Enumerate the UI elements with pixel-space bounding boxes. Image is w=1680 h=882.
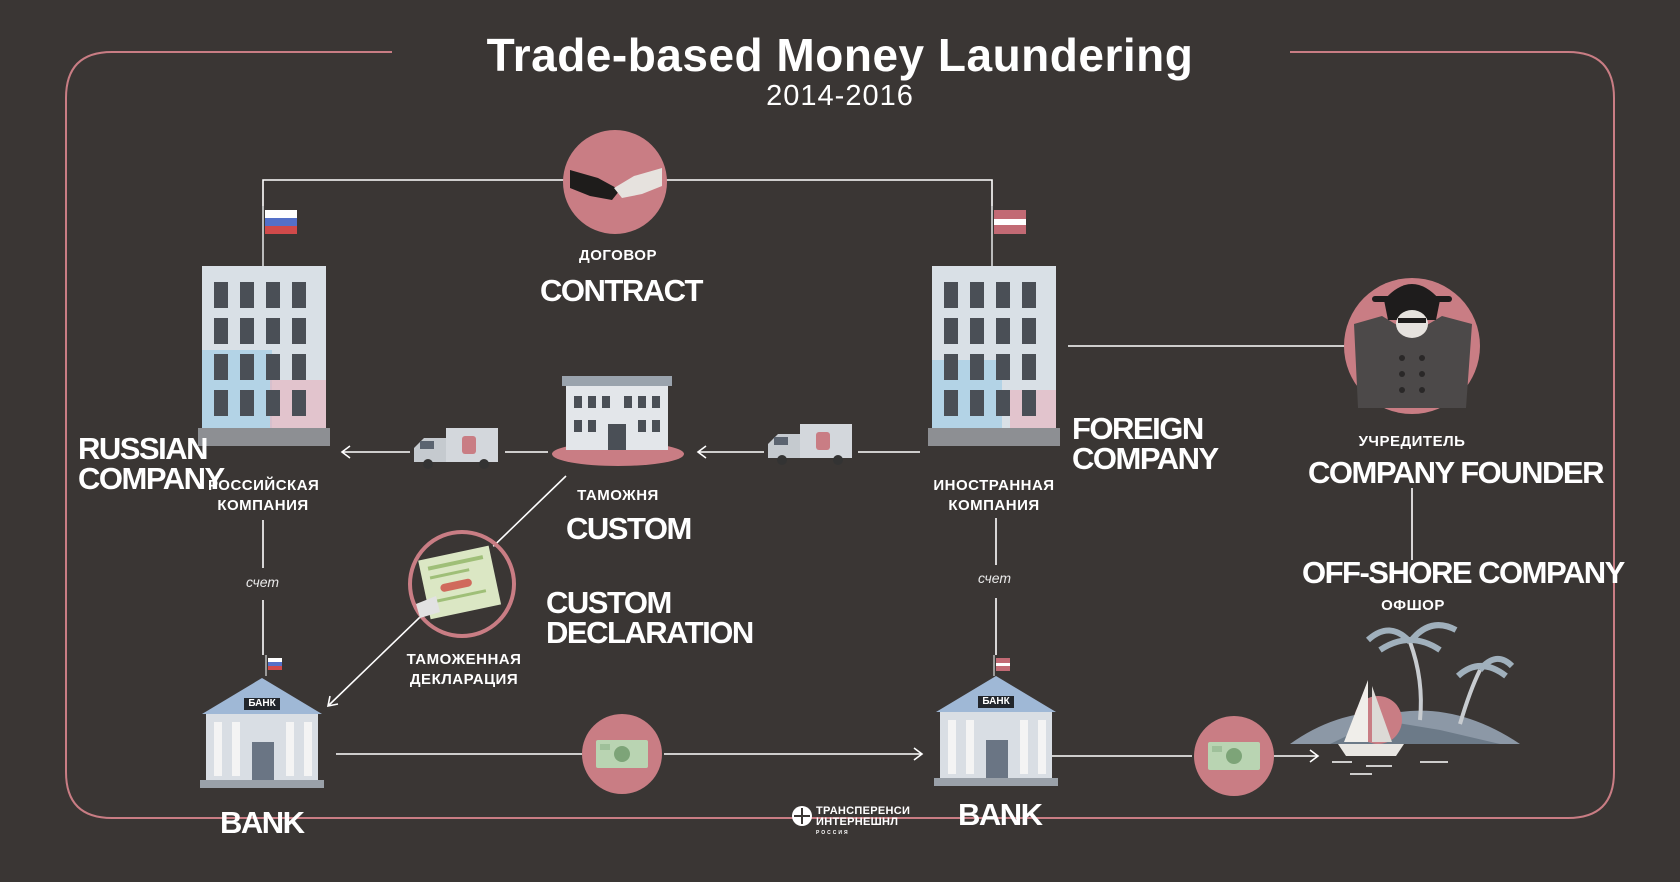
arrow-to-bank-right — [913, 747, 924, 761]
banknote-icon — [1194, 716, 1274, 796]
arrowheads — [326, 445, 1320, 763]
bank-left-sign: БАНК — [248, 698, 276, 709]
logo-line-2: ИНТЕРНЕШНЛ — [816, 816, 899, 828]
customs-building-icon — [552, 376, 684, 466]
russian-company-label-ru-1: РОССИЙСКАЯ — [208, 477, 320, 494]
page-subtitle: 2014-2016 — [766, 80, 914, 112]
truck-icon — [768, 424, 852, 465]
custom-declaration-label-ru-1: ТАМОЖЕННАЯ — [406, 651, 522, 668]
arrow-to-customs — [696, 445, 707, 459]
custom-declaration-label-en-2: DECLARATION — [546, 615, 754, 650]
foreign-company-label-ru-1: ИНОСТРАННАЯ — [933, 477, 1055, 494]
russian-company-label-en-1: RUSSIAN — [78, 431, 209, 466]
logo-line-1: ТРАНСПЕРЕНСИ — [816, 805, 911, 817]
offshore-label-ru: ОФШОР — [1381, 597, 1445, 614]
arrow-to-bank-left — [326, 695, 339, 708]
frame-border — [65, 51, 1615, 819]
custom-declaration-label-en-1: CUSTOM — [546, 585, 672, 620]
foreign-company-label-en-2: COMPANY — [1072, 441, 1219, 476]
hooded-figure-icon — [1344, 278, 1480, 414]
foreign-account-label: счет — [978, 570, 1012, 586]
offshore-label-en: OFF-SHORE COMPANY — [1302, 555, 1625, 590]
page-title: Trade-based Money Laundering — [486, 29, 1194, 81]
custom-label-en: CUSTOM — [566, 511, 692, 546]
transparency-logo-text: ТРАНСПЕРЕНСИ ИНТЕРНЕШНЛ РОССИЯ — [816, 806, 910, 839]
foreign-company-label-en-1: FOREIGN — [1072, 411, 1204, 446]
handshake-icon — [563, 130, 667, 234]
russian-company-label-ru-2: КОМПАНИЯ — [217, 497, 309, 514]
declaration-document-icon — [408, 530, 516, 638]
bank-right-label: BANK — [958, 797, 1043, 832]
building-foreign-flag-icon — [928, 206, 1060, 446]
founder-label-ru: УЧРЕДИТЕЛЬ — [1358, 433, 1466, 450]
founder-label-en: COMPANY FOUNDER — [1308, 455, 1604, 490]
arrow-to-offshore — [1309, 749, 1320, 763]
contract-label-en: CONTRACT — [540, 273, 703, 308]
bank-building-icon — [934, 655, 1058, 786]
russian-company-label-en-2: COMPANY — [78, 461, 225, 496]
custom-declaration-label-ru-2: ДЕКЛАРАЦИЯ — [409, 671, 519, 688]
foreign-company-label-ru-2: КОМПАНИЯ — [948, 497, 1040, 514]
logo-line-3: РОССИЯ — [816, 830, 850, 836]
building-russian-flag-icon — [198, 206, 330, 446]
island-palm-icon — [1290, 622, 1520, 775]
contract-label-ru: ДОГОВОР — [579, 247, 657, 264]
banknote-icon — [582, 714, 662, 794]
bank-building-icon — [200, 655, 324, 788]
custom-label-ru: ТАМОЖНЯ — [577, 487, 659, 504]
transparency-logo-icon — [792, 806, 812, 826]
bank-left-label: BANK — [220, 805, 305, 840]
russian-account-label: счет — [246, 574, 280, 590]
bank-right-sign: БАНК — [982, 696, 1010, 707]
arrow-to-russian — [340, 445, 351, 459]
truck-icon — [414, 428, 498, 469]
